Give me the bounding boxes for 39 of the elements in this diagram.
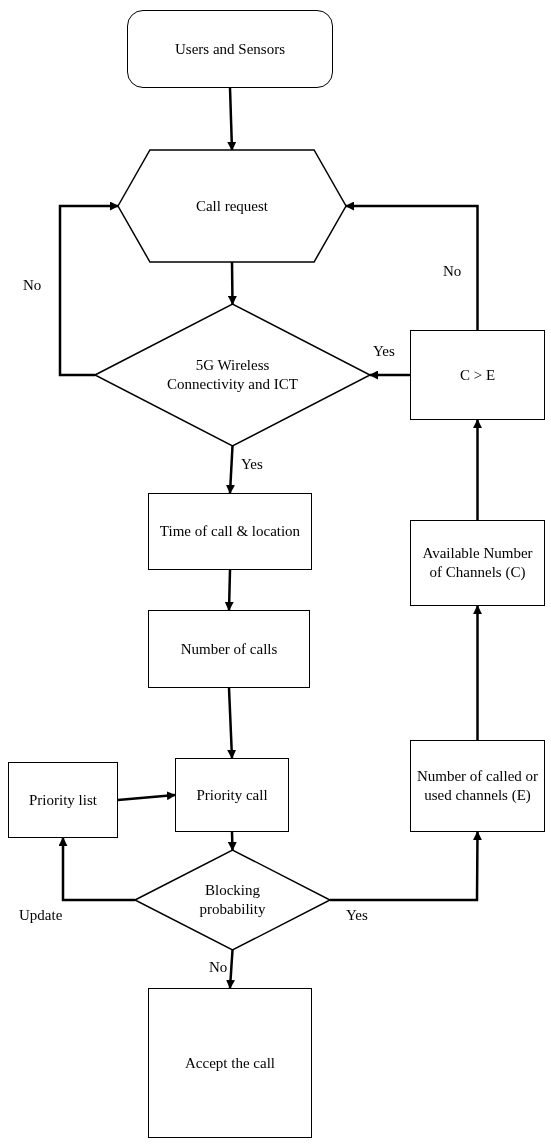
process-box [410, 740, 545, 832]
arrow [58, 837, 135, 902]
arrow [369, 370, 410, 380]
hexagon-node [118, 150, 346, 262]
node-label: Priority list [28, 790, 98, 810]
decision-diamond [135, 850, 330, 950]
arrow [330, 831, 482, 902]
arrow [473, 419, 482, 520]
node-label: 5G Wireless Connectivity and ICT [166, 356, 299, 394]
arrow [58, 201, 119, 377]
node-label: Available Number of Channels (C) [421, 544, 534, 582]
arrow [227, 831, 237, 851]
node-label: Call request [194, 196, 270, 216]
arrow [225, 445, 235, 494]
process-box [148, 493, 312, 570]
node-label: C > E [458, 365, 497, 385]
arrow [227, 687, 237, 759]
process-box [148, 610, 310, 688]
node-label: Blocking probability [198, 881, 267, 919]
arrow [473, 605, 482, 740]
node-label: Number of called or used channels (E) [415, 767, 540, 805]
decision-diamond [95, 304, 370, 446]
process-box [410, 520, 545, 606]
arrow [226, 949, 235, 989]
arrow [224, 569, 234, 611]
arrow [227, 87, 237, 151]
process-box [175, 758, 289, 832]
arrow [345, 201, 479, 330]
node-label: Priority call [195, 785, 269, 805]
arrow [227, 262, 237, 305]
node-label: Users and Sensors [174, 39, 286, 59]
process-box [410, 330, 545, 420]
process-box [8, 762, 118, 838]
process-box [148, 988, 312, 1138]
node-label: Number of calls [179, 639, 279, 659]
node-label: Accept the call [184, 1053, 276, 1073]
node-label: Time of call & location [158, 522, 302, 541]
arrow [117, 791, 176, 802]
start-box [127, 10, 333, 88]
